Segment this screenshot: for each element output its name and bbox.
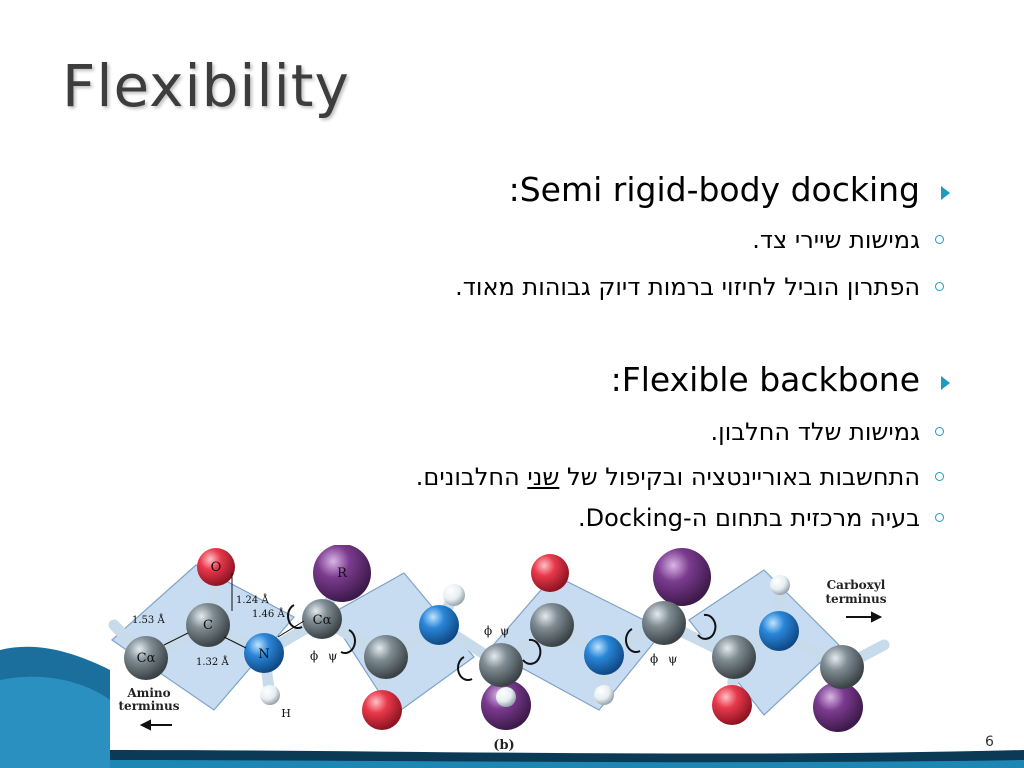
hydrogen-atom [443,584,465,606]
hydrogen-atom [594,685,614,705]
carboxyl-label-line-2: terminus [826,592,887,606]
decorative-swoosh [0,646,1024,768]
atom-label-o: O [211,560,222,575]
item-orientation-folding: התחשבות באוריינטציה ובקיפול של שני החלבו… [416,463,920,491]
measurement-arrows [163,573,305,649]
oxygen-atom [531,554,569,592]
atom-label-ca-1: Cα [137,651,156,666]
direction-arrows [139,611,883,731]
alpha-carbon-atom [124,636,168,680]
atom-label-r: R [337,566,348,581]
carboxyl-label-line-1: Carboxyl [827,578,886,592]
r-group-atom [653,548,711,606]
atom-label-ca-2: Cα [313,613,332,628]
item-backbone-flexibility: גמישות שלד החלבון. [710,418,920,446]
item-text-after: החלבונים. [415,463,528,491]
alpha-carbon-atom [302,599,342,639]
carbon-atom [712,635,756,679]
oxygen-atom [712,685,752,725]
nitrogen-atom [419,605,459,645]
peptide-backbone-figure: O C Cα Cα N H R 1.53 Å 1.24 Å 1.46 Å 1.3… [108,545,890,753]
hydrogen-atom [496,687,516,707]
left-arrow-head-icon [139,719,151,731]
panel-label: (b) [493,738,514,753]
carbon-atom [530,603,574,647]
hydrogen-atom [770,575,790,595]
bond-length-n-ca: 1.46 Å [252,608,285,620]
psi-label: ψ [668,652,677,666]
bond-length-c-n: 1.32 Å [196,656,229,668]
phi-label: ϕ [650,652,658,666]
r-group-atom [313,545,371,602]
psi-label: ψ [500,624,509,638]
section-heading-flexible-backbone: :Flexible backbone [610,360,920,399]
slide-title: Flexibility [62,52,350,120]
bond-length-c-o: 1.24 Å [236,594,269,606]
carbon-atom [364,635,408,679]
bullet-circle-icon [935,282,944,291]
atom-label-c: C [203,618,213,633]
section-heading-semi-rigid: :Semi rigid-body docking [508,170,920,209]
nitrogen-atom [759,611,799,651]
carbonyl-carbon-atom [186,603,230,647]
oxygen-atom [197,548,235,586]
item-central-problem: בעיה מרכזית בתחום ה-Docking. [578,504,920,532]
item-high-accuracy: הפתרון הוביל לחיזוי ברמות דיוק גבוהות מא… [455,273,920,301]
alpha-carbon-atom [479,643,523,687]
bullet-circle-icon [935,513,944,522]
atom-label-h: H [281,707,291,720]
item-side-chain-flexibility: גמישות שיירי צד. [752,226,920,254]
bond-length-ca-c: 1.53 Å [132,614,165,626]
atoms [124,545,864,732]
amino-label-line-1: Amino [126,686,170,700]
rotation-arrows [287,604,717,681]
nitrogen-atom [244,633,284,673]
item-text-before: התחשבות באוריינטציה ובקיפול של [559,463,920,491]
nitrogen-atom [584,635,624,675]
bullet-circle-icon [935,235,944,244]
phi-label: ϕ [310,649,318,663]
atom-label-n: N [258,647,269,662]
alpha-carbon-atom [642,601,686,645]
psi-label: ψ [328,649,337,663]
hydrogen-atom [260,685,280,705]
page-number: 6 [985,734,994,750]
bullet-circle-icon [935,427,944,436]
right-arrow-head-icon [871,611,883,623]
amino-label-line-2: terminus [119,699,180,713]
underlined-word: שני [527,463,560,491]
bullet-arrow-icon [941,376,950,390]
bullet-arrow-icon [941,186,950,200]
bullet-circle-icon [935,472,944,481]
r-group-atom [813,682,863,732]
oxygen-atom [362,690,402,730]
alpha-carbon-atom [820,645,864,689]
phi-label: ϕ [484,624,492,638]
